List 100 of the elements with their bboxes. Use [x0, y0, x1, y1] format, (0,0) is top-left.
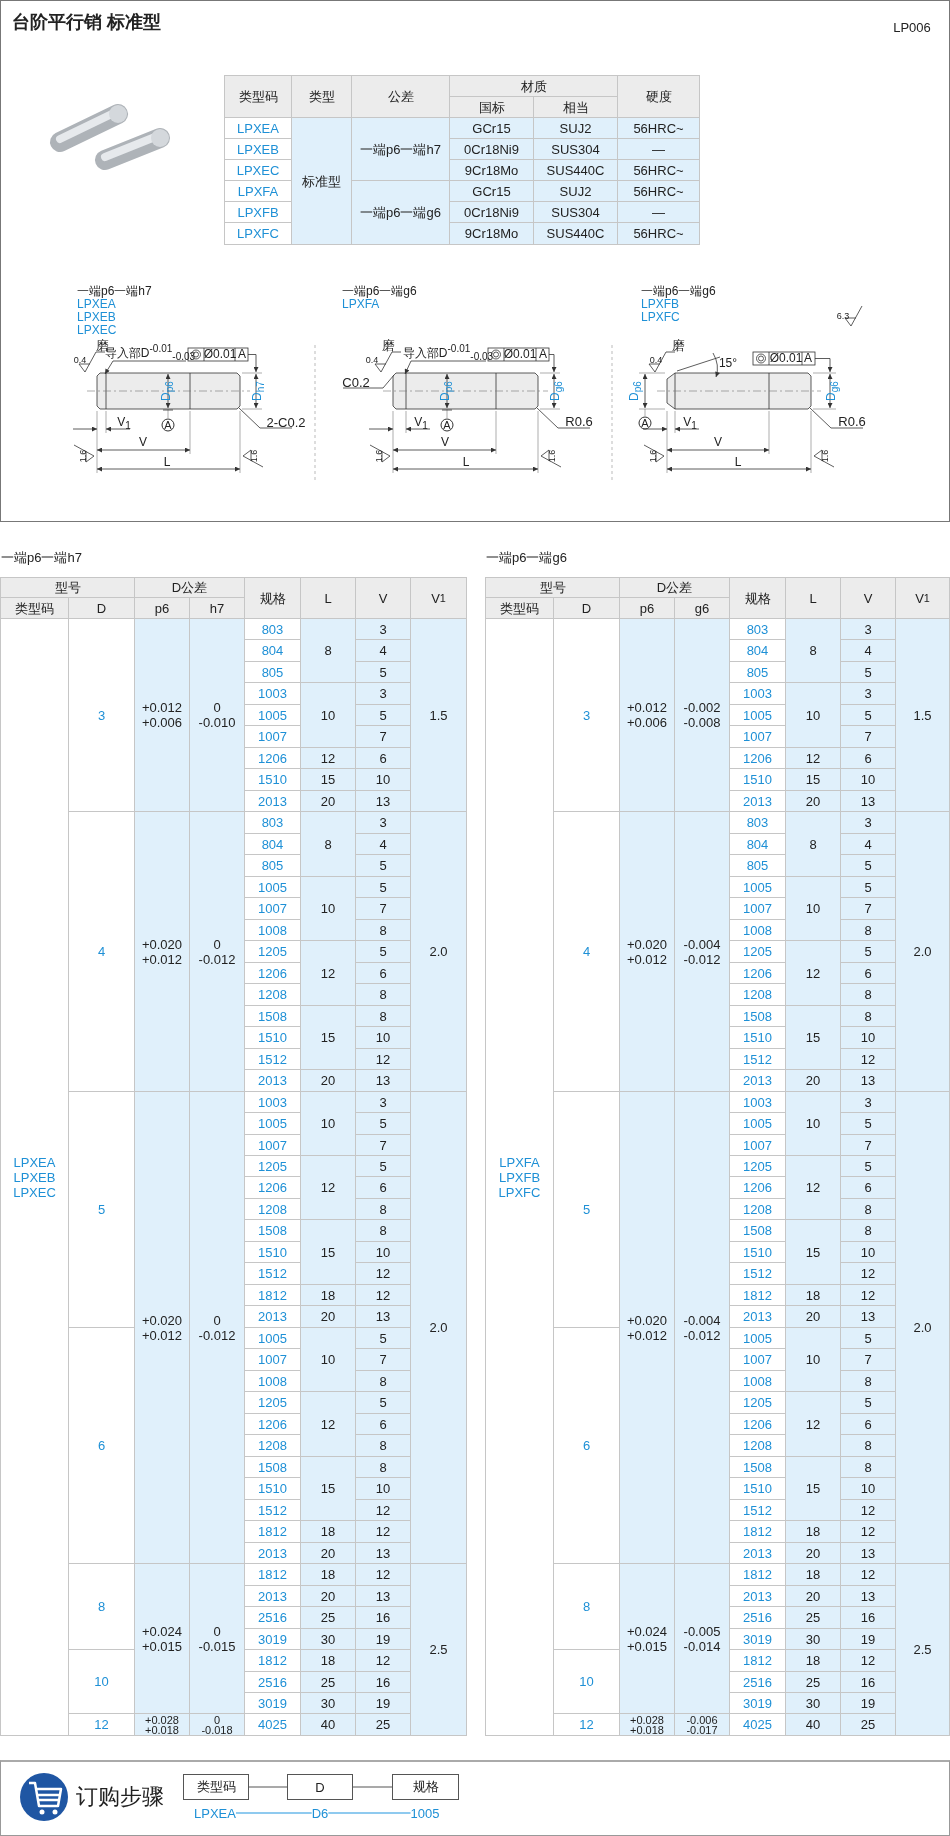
dimension-label: 2-C0.2 — [266, 415, 306, 431]
header-cell: p6 — [134, 597, 190, 619]
table-cell: 12 — [300, 747, 356, 769]
header-cell: 规格 — [729, 577, 786, 619]
table-cell: 8 — [840, 1456, 896, 1478]
table-cell: 10 — [785, 1327, 841, 1392]
table-cell: 12 — [840, 1499, 896, 1521]
table-cell: +0.020 +0.012 — [619, 1091, 675, 1564]
table-cell: 8 — [355, 1456, 411, 1478]
table-cell: 12 — [840, 1563, 896, 1586]
table-cell: +0.028 +0.018 — [134, 1713, 190, 1736]
table-cell: 16 — [355, 1606, 411, 1629]
roughness-value: 6.3 — [836, 310, 850, 322]
table-cell: 10 — [300, 876, 356, 941]
table-cell: 6 — [840, 747, 896, 769]
header-cell: 国标 — [449, 96, 534, 118]
table-cell: 7 — [355, 1348, 411, 1371]
table-cell: 0 -0.018 — [189, 1713, 245, 1736]
table-cell: 5 — [840, 876, 896, 898]
table-cell: 2.0 — [410, 1091, 467, 1564]
table-cell: 6 — [840, 1413, 896, 1435]
table-cell: 12 — [785, 1155, 841, 1220]
table-cell: 12 — [840, 1649, 896, 1672]
table-cell: 8 — [355, 1005, 411, 1027]
table-cell: 13 — [355, 1585, 411, 1607]
table-cell: 4 — [840, 833, 896, 855]
table-cell: 一端p6一端h7 — [351, 117, 450, 181]
table-cell: 6 — [355, 962, 411, 984]
table-cell: -0.005 -0.014 — [674, 1563, 730, 1714]
table-cell: 3 — [840, 1091, 896, 1113]
header-cell: 类型 — [291, 75, 352, 118]
table-cell: 12 — [300, 1391, 356, 1457]
table-cell: 16 — [840, 1671, 896, 1693]
table-cell: 56HRC~ — [617, 159, 700, 181]
table-cell: 25 — [300, 1671, 356, 1693]
roughness-value: 0.4 — [365, 354, 379, 366]
dimension-label: 15° — [718, 357, 738, 371]
table-cell: 15 — [785, 1005, 841, 1070]
drawing-title: 一端p6一端g6 — [342, 285, 417, 299]
table-cell: 8 — [355, 1434, 411, 1457]
table-cell: 8 — [840, 983, 896, 1006]
drawing-title: 一端p6一端h7 — [77, 285, 152, 299]
dimension-label: L — [163, 456, 171, 470]
header-cell: D — [68, 597, 135, 619]
table-cell: 2.5 — [895, 1563, 950, 1736]
table-cell: 12 — [355, 1262, 411, 1285]
table-cell: +0.020 +0.012 — [134, 811, 190, 1092]
header-cell: h7 — [189, 597, 245, 619]
table-cell: 3 — [355, 1091, 411, 1113]
dimension-label: L — [734, 456, 742, 470]
table-cell: 10 — [355, 1241, 411, 1263]
table-cell: 20 — [300, 790, 356, 812]
part-code: LPXEB — [77, 311, 116, 325]
table-cell: 13 — [840, 1305, 896, 1328]
table-cell: 12 — [840, 1048, 896, 1070]
table-cell: 30 — [300, 1692, 356, 1714]
datum-letter: A — [539, 348, 547, 362]
table-cell: 7 — [355, 725, 411, 748]
table-cell: +0.020 +0.012 — [619, 811, 675, 1092]
table-cell: 12 — [840, 1520, 896, 1543]
table-cell: 5 — [355, 854, 411, 877]
header-cell: 材质 — [449, 75, 618, 97]
table-cell: 5 — [840, 940, 896, 963]
header-cell: V — [840, 577, 896, 619]
table-cell: LPXFA LPXFB LPXFC — [485, 618, 554, 1736]
section-heading: 一端p6一端h7 — [1, 550, 82, 566]
table-cell: 18 — [300, 1520, 356, 1543]
table-cell: 5 — [355, 704, 411, 726]
connector-line — [352, 1786, 393, 1788]
table-cell: SUS304 — [533, 201, 618, 223]
table-cell: 0 -0.012 — [189, 1091, 245, 1564]
table-cell: 12 — [840, 1284, 896, 1306]
table-cell: 10 — [840, 1026, 896, 1049]
table-cell: 10 — [355, 768, 411, 791]
table-cell: 15 — [785, 1456, 841, 1521]
table-cell: — — [617, 201, 700, 223]
header-cell: 相当 — [533, 96, 618, 118]
dimension-label: V — [139, 436, 147, 450]
table-cell: 40 — [300, 1713, 356, 1736]
table-cell: 10 — [785, 682, 841, 748]
table-cell: 1.5 — [410, 618, 467, 812]
table-cell: 56HRC~ — [617, 180, 700, 202]
table-cell: 7 — [355, 897, 411, 920]
header-cell: V — [355, 577, 411, 619]
table-cell: 5 — [355, 940, 411, 963]
step-box: 规格 — [392, 1774, 459, 1800]
table-cell: 12 — [355, 1048, 411, 1070]
table-cell: 2.0 — [410, 811, 467, 1092]
table-cell: 10 — [785, 1091, 841, 1156]
table-cell: 20 — [300, 1585, 356, 1607]
table-cell: +0.028 +0.018 — [619, 1713, 675, 1736]
datum-letter: A — [804, 352, 812, 366]
header-cell: 类型码 — [224, 75, 292, 118]
section-heading: 一端p6一端g6 — [486, 550, 567, 566]
table-cell: 20 — [300, 1542, 356, 1564]
table-cell: 4 — [355, 639, 411, 662]
table-cell: 12 — [355, 1649, 411, 1672]
table-cell: 9Cr18Mo — [449, 222, 534, 245]
roughness-value: 1.6 — [77, 449, 89, 463]
dimension-label: V$_{1}$ — [117, 416, 131, 432]
